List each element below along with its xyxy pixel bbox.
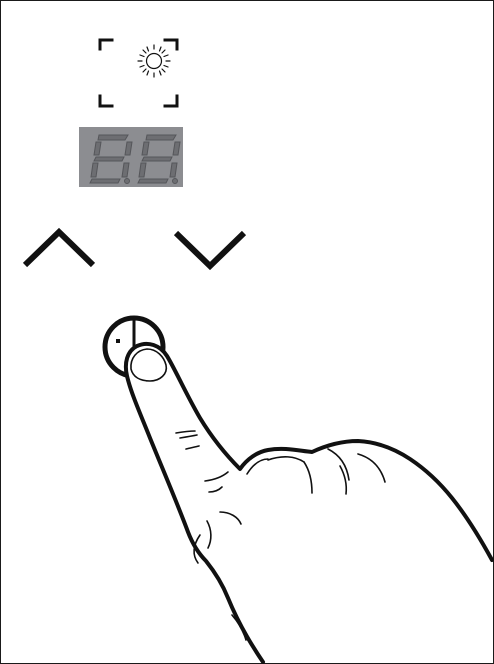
hand-outline <box>126 344 492 662</box>
